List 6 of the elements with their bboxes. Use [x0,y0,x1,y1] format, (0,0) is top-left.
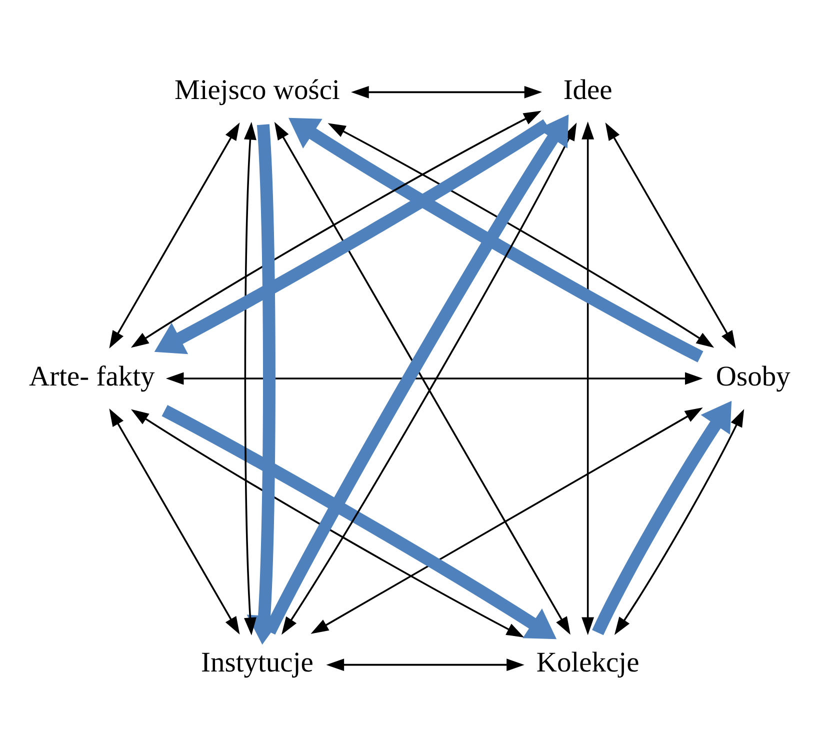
node-text: Osoby [716,360,790,392]
node-text: Arte- fakty [29,360,155,392]
node-text: Idee [563,74,612,106]
node-text: Instytucje [201,647,314,678]
node-text: Miejsco wości [174,74,340,106]
node-text: Kolekcje [536,647,640,678]
